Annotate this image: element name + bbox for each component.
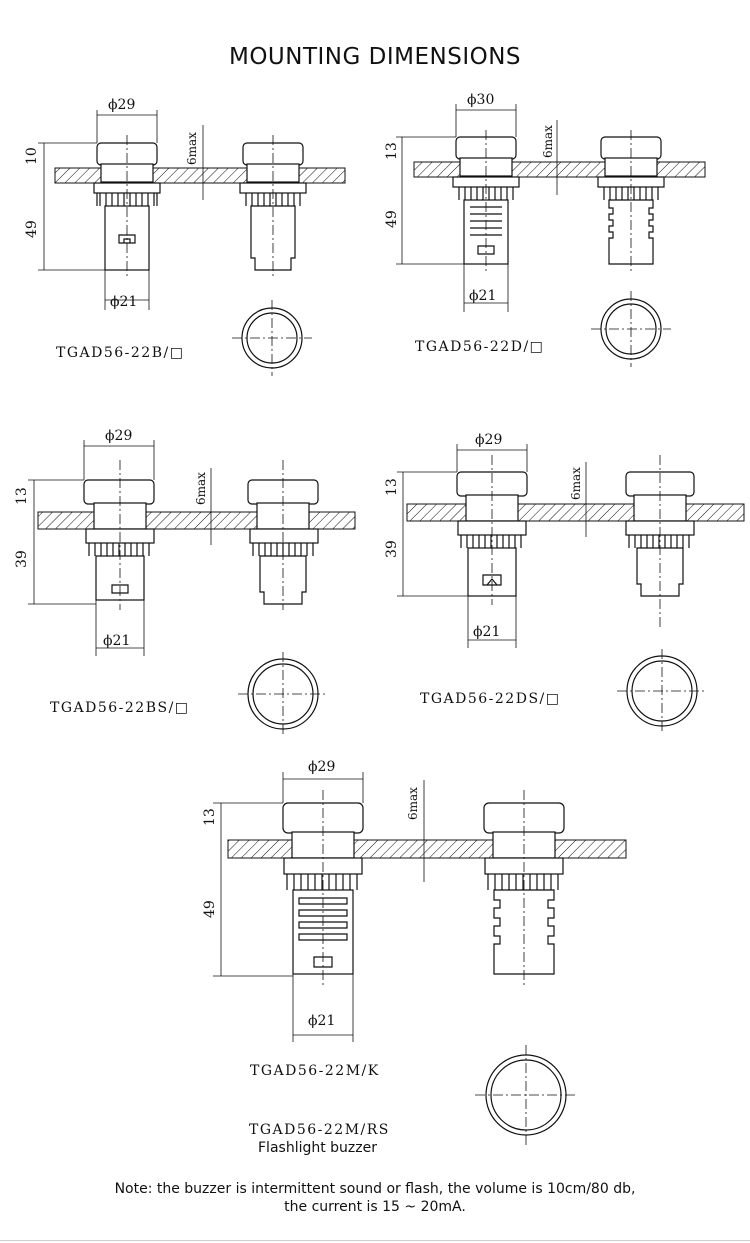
dim-body-height: 49 (384, 210, 400, 228)
dim-base-diameter: ϕ21 (103, 633, 130, 649)
dim-top-diameter: ϕ29 (308, 759, 335, 775)
dim-panel-thickness: 6max (541, 125, 555, 158)
dim-top-height: 10 (24, 147, 40, 165)
subtitle-label: Flashlight buzzer (258, 1140, 377, 1156)
footnote-line-2: the current is 15 ~ 20mA. (284, 1199, 466, 1215)
diagram-22ds: ϕ29 ϕ21 13 39 6max TGAD56-22DS/□ (384, 432, 745, 733)
diagram-22bs: ϕ29 ϕ21 13 39 6max TGAD56-22BS/□ (14, 428, 356, 736)
dim-body-height: 39 (384, 540, 400, 558)
bottom-divider (0, 1240, 750, 1241)
dim-body-height: 39 (14, 550, 30, 568)
footnote-line-1: Note: the buzzer is intermittent sound o… (114, 1181, 636, 1197)
dim-top-height: 13 (202, 808, 218, 826)
panel-hatch (413, 161, 706, 178)
footnote: Note: the buzzer is intermittent sound o… (0, 1180, 750, 1216)
dim-top-diameter: ϕ29 (475, 432, 502, 448)
dim-panel-thickness: 6max (569, 467, 583, 500)
diagram-22b: ϕ29 ϕ21 10 49 6max TGAD56-22B/□ (24, 97, 346, 376)
dim-body-height: 49 (24, 220, 40, 238)
model-label: TGAD56-22D/□ (415, 339, 544, 355)
dim-base-diameter: ϕ21 (110, 294, 137, 310)
panel-hatch (227, 839, 627, 859)
dim-base-diameter: ϕ21 (469, 288, 496, 304)
model-label: TGAD56-22BS/□ (50, 700, 190, 716)
dim-panel-thickness: 6max (185, 132, 199, 165)
dim-top-diameter: ϕ30 (467, 92, 494, 108)
dim-body-height: 49 (202, 900, 218, 918)
diagram-22m: ϕ29 ϕ21 13 49 6max TGAD56-22M/K TGAD56-2… (202, 759, 627, 1156)
dim-top-diameter: ϕ29 (105, 428, 132, 444)
model-label: TGAD56-22DS/□ (420, 691, 560, 707)
dim-top-height: 13 (14, 487, 30, 505)
model-label: TGAD56-22M/K (250, 1063, 380, 1079)
dim-top-height: 13 (384, 478, 400, 496)
dim-base-diameter: ϕ21 (473, 624, 500, 640)
panel-hatch (54, 167, 346, 184)
dim-panel-thickness: 6max (406, 787, 420, 820)
model-label: TGAD56-22B/□ (56, 345, 184, 361)
panel-hatch (406, 503, 745, 522)
model-label-2: TGAD56-22M/RS (249, 1122, 390, 1138)
diagram-22d: ϕ30 ϕ21 13 49 6max TGAD56-22D/□ (384, 92, 706, 367)
dim-panel-thickness: 6max (194, 472, 208, 505)
page-title: MOUNTING DIMENSIONS (228, 44, 522, 70)
dim-base-diameter: ϕ21 (308, 1013, 335, 1029)
dim-top-diameter: ϕ29 (108, 97, 135, 113)
dim-top-height: 13 (384, 142, 400, 160)
